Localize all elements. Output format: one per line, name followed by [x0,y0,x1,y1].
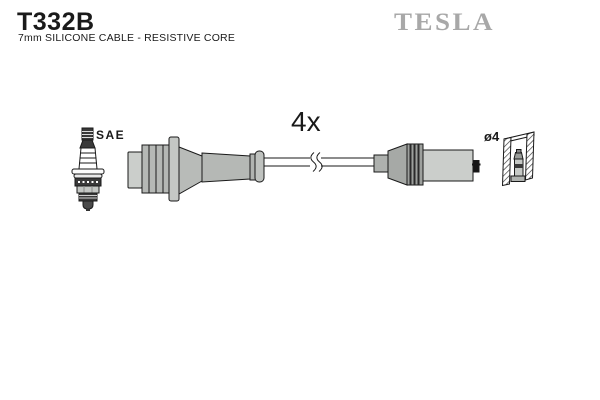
part-number: T332B [17,8,95,36]
coil-terminal-tab [472,160,480,173]
cable-spec-subtitle: 7mm SILICONE CABLE - RESISTIVE CORE [18,32,236,44]
connector-cross-section-icon [501,131,535,187]
quantity-label: 4x [291,106,321,137]
ignition-cable-drawing [127,136,481,202]
connector-terminal [510,149,526,182]
cable-break-gap [310,156,321,168]
spark-plug-boot [127,136,265,202]
cable-break-icon [310,152,317,172]
coil-boot [373,143,481,186]
sae-terminal-label: SAE [96,128,126,142]
tesla-logo: TESLA [394,8,496,36]
diameter-label: ø4 [484,129,500,144]
spark-plug-icon [71,127,105,211]
boot-flange [168,136,180,202]
